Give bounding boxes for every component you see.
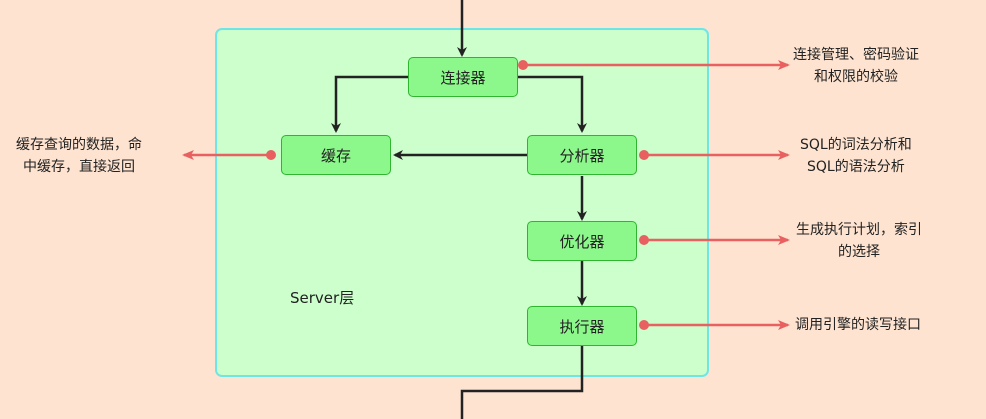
annotation-dot-optimizer: [639, 235, 649, 245]
analyzer-note: SQL的词法分析和 SQL的语法分析: [800, 134, 912, 178]
server-layer-label: Server层: [290, 289, 355, 307]
analyzer-node: 分析器: [527, 135, 637, 175]
annotation-dot-analyzer: [639, 150, 649, 160]
connector-note-line-2: 和权限的校验: [814, 69, 898, 85]
connector-note: 连接管理、密码验证 和权限的校验: [793, 44, 919, 88]
flow-arrow-exit: [460, 346, 584, 419]
optimizer-note-line-1: 生成执行计划，索引: [796, 222, 922, 238]
flow-arrow-connector-to-cache: [331, 75, 408, 133]
analyzer-note-line-2: SQL的语法分析: [807, 159, 905, 175]
cache-node: 缓存: [281, 135, 391, 175]
optimizer-node: 优化器: [527, 221, 637, 261]
optimizer-note: 生成执行计划，索引 的选择: [796, 219, 922, 263]
executor-node: 执行器: [527, 306, 637, 346]
executor-note-line-1: 调用引擎的读写接口: [795, 317, 921, 333]
cache-note-line-1: 缓存查询的数据，命: [16, 137, 142, 153]
executor-note: 调用引擎的读写接口: [795, 314, 921, 336]
connector-note-line-1: 连接管理、密码验证: [793, 47, 919, 63]
connector-node: 连接器: [408, 57, 518, 97]
cache-note: 缓存查询的数据，命 中缓存，直接返回: [16, 134, 142, 178]
annotation-dot-executor: [639, 320, 649, 330]
annotation-dot-connector: [518, 60, 528, 70]
annotation-dot-cache: [266, 150, 276, 160]
cache-note-line-2: 中缓存，直接返回: [23, 159, 135, 175]
analyzer-note-line-1: SQL的词法分析和: [800, 137, 912, 153]
flow-arrow-connector-to-analyzer: [518, 75, 587, 133]
optimizer-note-line-2: 的选择: [838, 244, 880, 260]
